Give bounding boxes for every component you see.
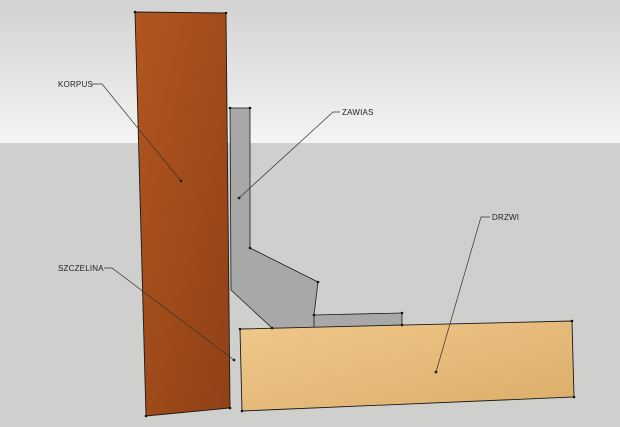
leader-lines: [92, 83, 490, 373]
door-panel: [239, 320, 575, 412]
sky-background: [0, 0, 620, 143]
label-drzwi: DRZWI: [492, 213, 519, 222]
leader-szczelina: [104, 267, 235, 361]
leader-drzwi: [435, 216, 490, 373]
vertex-markers: [133, 10, 576, 418]
cabinet-body: [134, 11, 231, 417]
label-szczelina: SZCZELINA: [58, 264, 104, 273]
leader-zawias: [238, 111, 340, 199]
leader-korpus: [92, 83, 182, 182]
label-zawias: ZAWIAS: [342, 108, 374, 117]
label-korpus: KORPUS: [58, 80, 93, 89]
leader-endpoints: [179, 179, 438, 374]
